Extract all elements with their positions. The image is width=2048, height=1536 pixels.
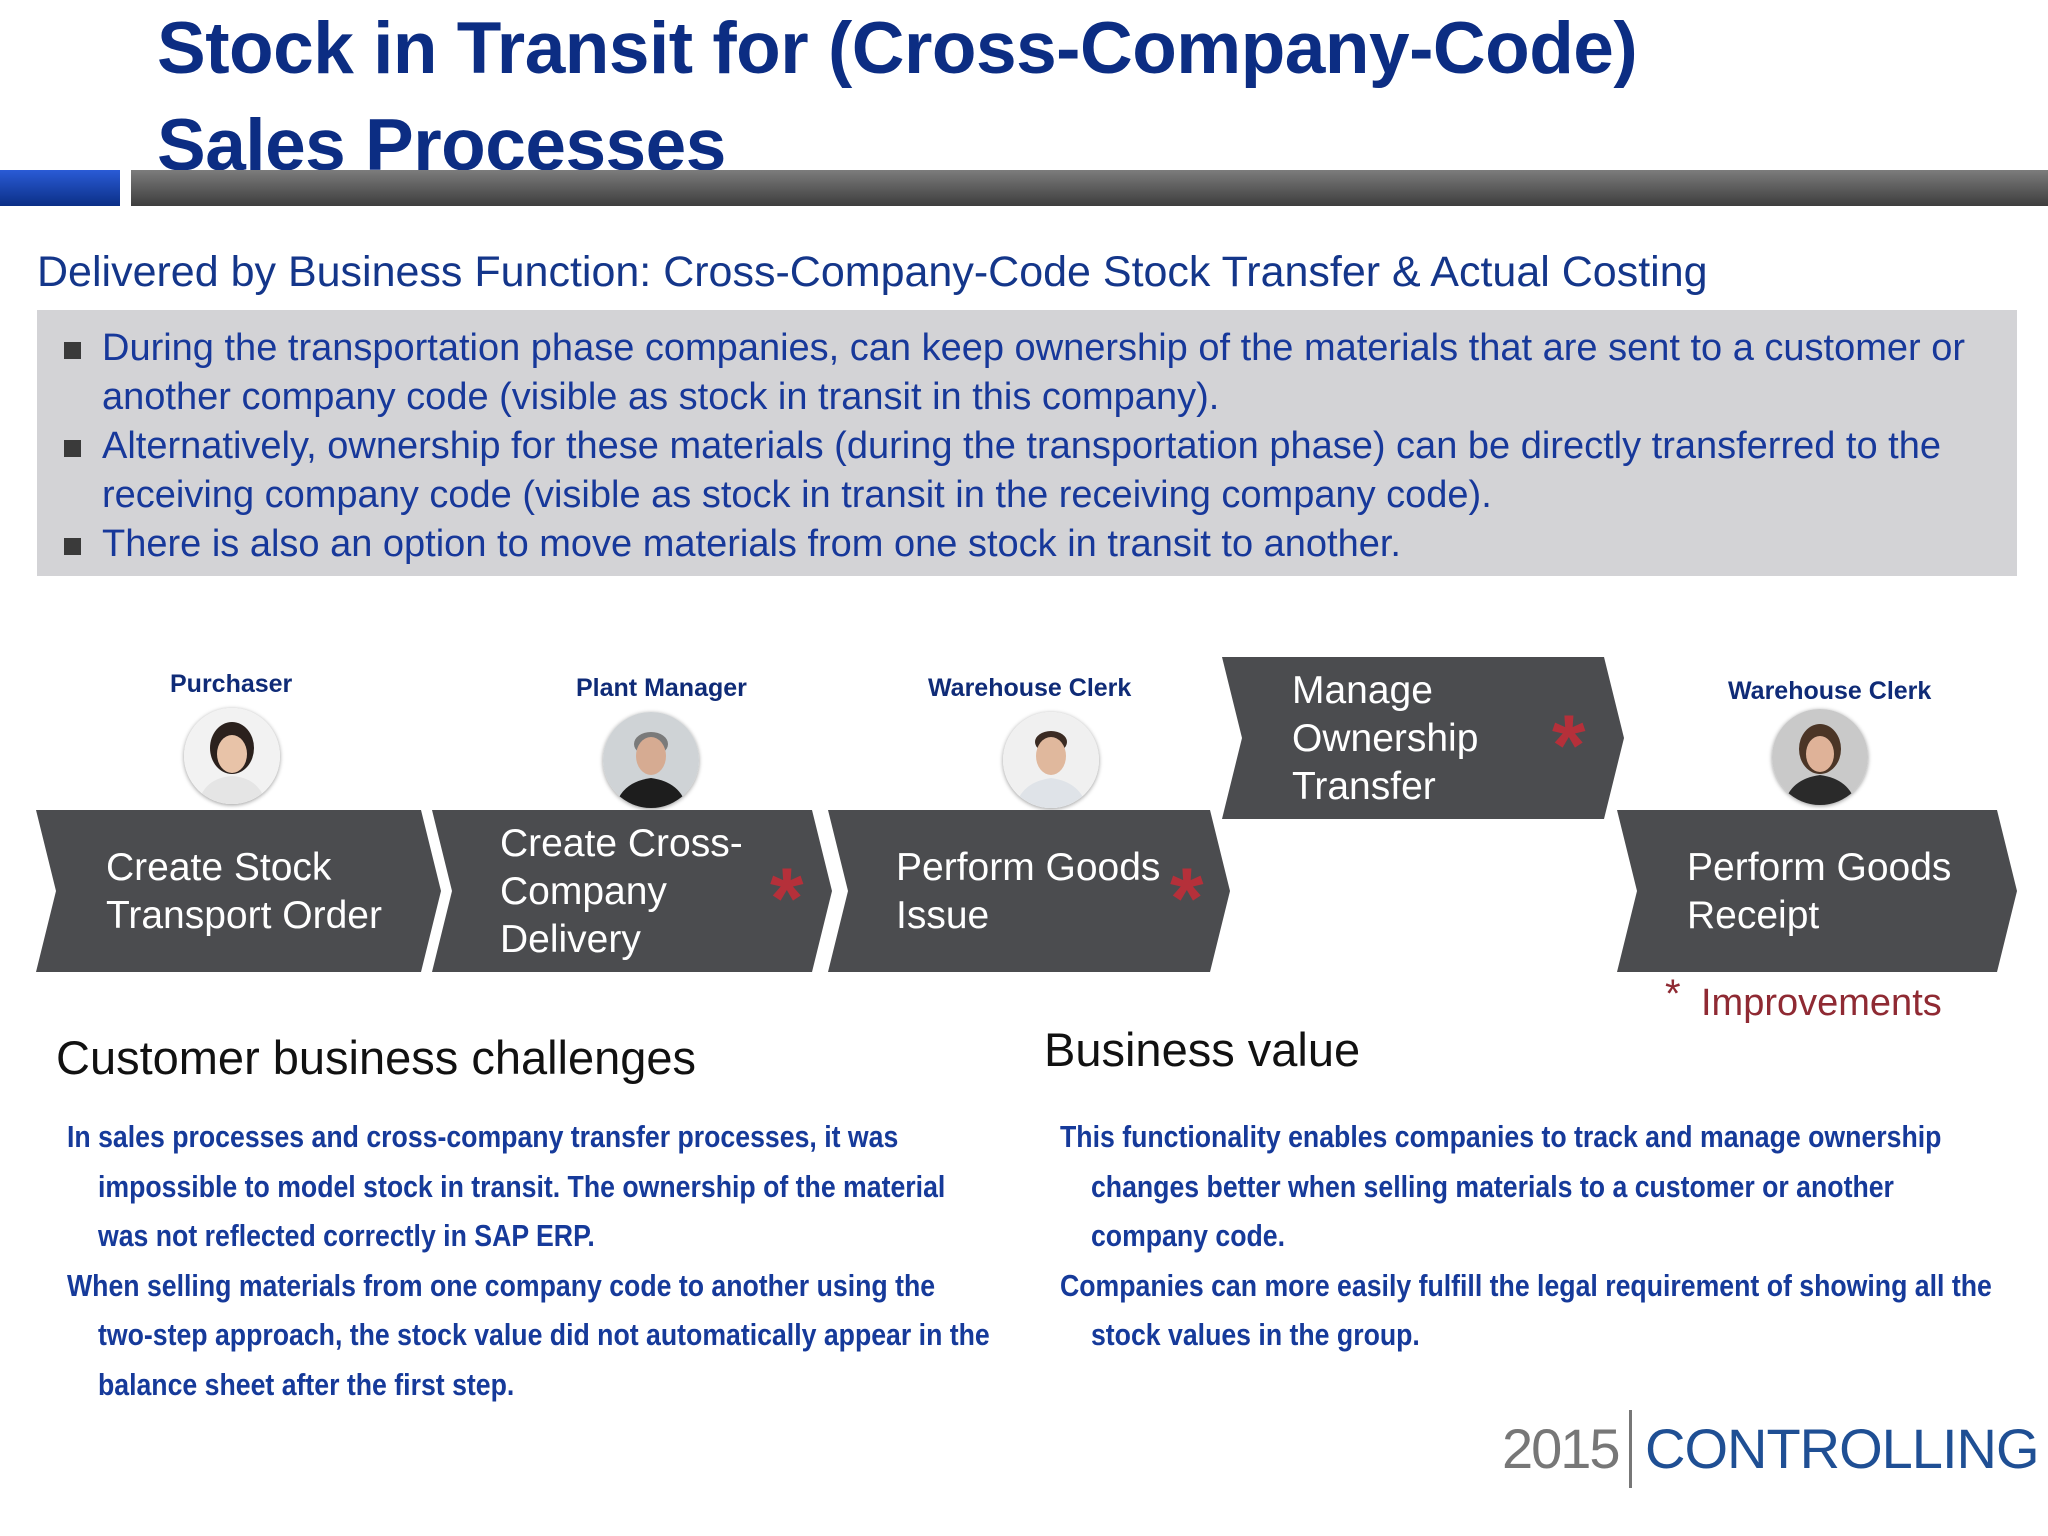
legend-label: Improvements [1701,982,1942,1024]
step-create-stock-transport-order[interactable]: Create Stock Transport Order [36,810,441,972]
page-title: Stock in Transit for (Cross-Company-Code… [157,8,1638,186]
chevron-shape [432,810,832,972]
warehouse-clerk-receipt-avatar [1772,709,1868,805]
warehouse-clerk-avatar [1003,712,1099,808]
bullet-item: There is also an option to move material… [64,520,2002,569]
role-warehouse-clerk: Warehouse Clerk [928,674,1132,702]
value-heading: Business value [1044,1023,1361,1076]
subtitle: Delivered by Business Function: Cross-Co… [37,248,1708,296]
value-body: This functionality enables companies to … [1060,1112,2015,1360]
role-purchaser: Purchaser [170,670,293,698]
chevron-shape [1617,810,2017,972]
chevron-shape [36,810,441,972]
role-plant-manager: Plant Manager [576,674,747,702]
plant-manager-avatar [603,712,699,808]
purchaser-avatar [184,708,280,804]
challenge-item: When selling materials from one company … [67,1267,990,1402]
role-warehouse-clerk-receipt: Warehouse Clerk [1728,677,1932,705]
logo-separator [1629,1410,1632,1488]
challenges-body: In sales processes and cross-company tra… [67,1112,996,1409]
value-item: Companies can more easily fulfill the le… [1060,1267,1992,1353]
step-create-cross-company-delivery[interactable]: Create Cross- Company Delivery * [432,810,832,972]
bullet-text: Alternatively, ownership for these mater… [102,425,1942,516]
value-item: This functionality enables companies to … [1060,1119,1942,1253]
step-perform-goods-issue[interactable]: Perform Goods Issue * [828,810,1230,972]
bullet-square-icon [64,440,81,457]
challenges-heading: Customer business challenges [56,1031,697,1084]
title-accent-bar [0,170,120,206]
step-label: Manage Ownership Transfer [1292,669,1479,808]
challenge-item: In sales processes and cross-company tra… [67,1119,946,1253]
legend-asterisk-icon: * [1665,972,1681,1016]
step-label: Perform Goods Receipt [1687,846,1952,937]
bullet-panel: During the transportation phase companie… [37,310,2017,576]
logo-year: 2015 [1502,1417,1621,1480]
improvement-asterisk-icon: * [1170,851,1204,947]
step-perform-goods-receipt[interactable]: Perform Goods Receipt [1617,810,2017,972]
bullet-square-icon [64,342,81,359]
step-label: Perform Goods Issue [896,846,1161,937]
title-divider-bar [131,170,2048,206]
step-label: Create Stock Transport Order [106,846,382,937]
bullet-text: There is also an option to move material… [102,523,1401,565]
bullet-text: During the transportation phase companie… [102,327,1966,418]
step-manage-ownership-transfer[interactable]: Manage Ownership Transfer * [1222,657,1624,819]
logo-name: CONTROLLING [1645,1417,2039,1480]
step-label: Create Cross- Company Delivery [500,822,743,961]
improvements-legend: * Improvements [1665,972,1942,1025]
bullet-square-icon [64,538,81,555]
improvement-asterisk-icon: * [1552,698,1586,794]
bullet-item: During the transportation phase companie… [64,324,2002,422]
chevron-shape [1222,657,1624,819]
chevron-shape [828,810,1230,972]
bullet-item: Alternatively, ownership for these mater… [64,422,2002,520]
improvement-asterisk-icon: * [770,851,804,947]
